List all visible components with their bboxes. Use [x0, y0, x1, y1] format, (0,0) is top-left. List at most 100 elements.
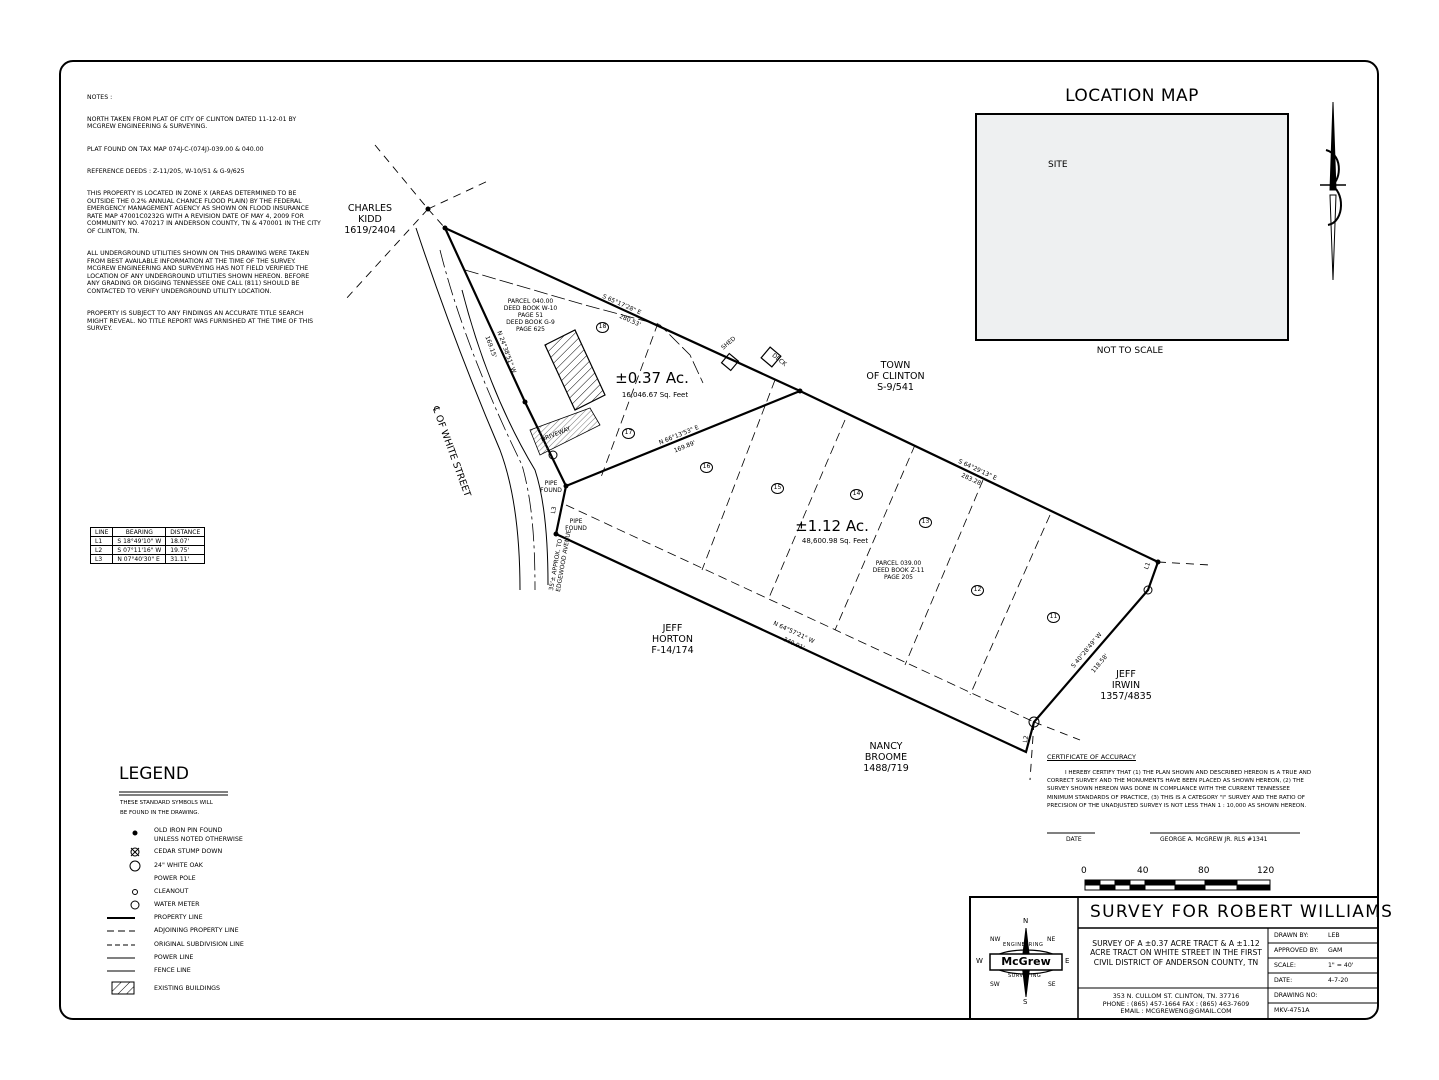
note-item: PROPERTY IS SUBJECT TO ANY FINDINGS AN A…	[87, 310, 314, 333]
site-label: SITE	[1048, 160, 1068, 170]
l2-label: L2	[1022, 734, 1031, 744]
compass-nw: NW	[990, 936, 1001, 943]
drawing-no-label: DRAWING NO:	[1274, 992, 1318, 999]
water-meter-symbol	[548, 450, 558, 460]
notes-heading: NOTES :	[87, 93, 113, 101]
legend-subtitle: THESE STANDARD SYMBOLS WILL BE FOUND IN …	[120, 800, 213, 816]
compass-w: W	[976, 957, 983, 965]
certificate-title: CERTIFICATE OF ACCURACY	[1047, 753, 1136, 761]
tract-large-sqft: 48,600.98 Sq. Feet	[801, 537, 869, 545]
lot-number: 13	[919, 517, 932, 528]
legend-symbols	[107, 791, 228, 995]
cell-bearing: N 07°40'30" E	[112, 554, 167, 564]
compass-e: E	[1065, 957, 1070, 965]
line-table-header: DISTANCE	[165, 527, 206, 537]
adjoining-property-lines	[344, 144, 1211, 781]
legend-item: POWER POLE	[154, 875, 196, 882]
company-logo-text: McGrew	[1001, 955, 1051, 968]
legend-item: POWER LINE	[154, 954, 194, 961]
lot-number: 14	[850, 489, 863, 500]
lot-number: 17	[622, 428, 635, 439]
notes-block: NOTES : NORTH TAKEN FROM PLAT OF CITY OF…	[87, 86, 322, 348]
lot-number: 12	[971, 585, 984, 596]
legend-item: WATER METER	[154, 901, 200, 908]
legend-item: CEDAR STUMP DOWN	[154, 848, 223, 855]
table-row: L2 S 07°11'16" W 19.75'	[89, 545, 206, 555]
title-block-grid	[1047, 832, 1378, 1020]
cell-distance: 19.75'	[165, 545, 206, 555]
title-block-description: SURVEY OF A ±0.37 ACRE TRACT & A ±1.12 A…	[1090, 939, 1262, 967]
lot-number: 16	[700, 462, 713, 473]
legend-item: PROPERTY LINE	[154, 914, 203, 921]
compass-ne: NE	[1047, 936, 1056, 943]
legend-item: EXISTING BUILDINGS	[154, 985, 221, 992]
white-street-edges	[415, 227, 549, 591]
table-row: L1 S 18°49'10" W 18.07'	[89, 536, 206, 546]
tract-small-sqft: 16,046.67 Sq. Feet	[621, 391, 689, 399]
drawing-no-value: MKV-4751A	[1274, 1007, 1310, 1014]
location-map-title: LOCATION MAP	[1065, 86, 1199, 106]
compass-sw: SW	[990, 981, 1000, 988]
date-label-tb: DATE:	[1274, 977, 1293, 984]
note-item: ALL UNDERGROUND UTILITIES SHOWN ON THIS …	[87, 250, 310, 296]
deck	[760, 346, 782, 368]
legend-item: CLEANOUT	[154, 888, 189, 895]
owner-irwin: JEFF IRWIN 1357/4835	[1100, 669, 1152, 702]
note-item: REFERENCE DEEDS : Z-11/205, W-10/51 & G-…	[87, 167, 245, 175]
lot-number: 11	[1047, 612, 1060, 623]
date-value: 4-7-20	[1328, 977, 1349, 984]
iron-pins	[425, 206, 1161, 565]
cell-line: L2	[89, 545, 114, 555]
scale-label: 80	[1198, 866, 1210, 876]
owner-kidd: CHARLES KIDD 1619/2404	[344, 203, 396, 236]
cedar-stump-symbol	[1143, 585, 1153, 595]
cell-distance: 31.11'	[165, 554, 206, 564]
scale-label: 40	[1137, 866, 1149, 876]
table-row: L3 N 07°40'30" E 31.11'	[89, 554, 206, 564]
drawn-by-label: DRAWN BY:	[1274, 932, 1309, 939]
cell-line: L3	[89, 554, 114, 564]
owner-broome: NANCY BROOME 1488/719	[863, 741, 909, 774]
logo-compass	[989, 927, 1063, 998]
centerline-street	[439, 249, 536, 591]
north-arrow	[1320, 101, 1346, 281]
title-block-title: SURVEY FOR ROBERT WILLIAMS	[1090, 902, 1394, 922]
driveway-area	[529, 407, 601, 456]
compass-n: N	[1023, 917, 1029, 925]
existing-house	[544, 329, 606, 411]
tract-small-parcel: PARCEL 040.00 DEED BOOK W-10 PAGE 51 DEE…	[503, 298, 558, 333]
company-logo-bottom: SURVEYING	[1008, 973, 1042, 979]
compass-s: S	[1023, 998, 1028, 1006]
tract-large-parcel: PARCEL 039.00 DEED BOOK Z-11 PAGE 205	[872, 560, 925, 581]
drawn-by-value: LEB	[1328, 932, 1340, 939]
location-map-frame	[975, 113, 1289, 341]
tract-small-area: ±0.37 Ac.	[615, 369, 689, 387]
note-item: THIS PROPERTY IS LOCATED IN ZONE X (AREA…	[87, 189, 321, 235]
drawing-sheet-border	[59, 60, 1379, 1020]
scale-value: 1" = 40'	[1328, 962, 1354, 969]
scale-bar	[1084, 879, 1271, 891]
date-label: DATE	[1066, 836, 1082, 843]
approved-by-value: GAM	[1328, 947, 1343, 954]
owner-town: TOWN OF CLINTON S-9/541	[866, 360, 925, 393]
compass-se: SE	[1048, 981, 1056, 988]
legend-item: ORIGINAL SUBDIVISION LINE	[154, 941, 244, 948]
cell-bearing: S 07°11'16" W	[112, 545, 167, 555]
cell-bearing: S 18°49'10" W	[112, 536, 167, 546]
tract-large-area: ±1.12 Ac.	[795, 517, 869, 535]
company-logo-top: ENGINEERING	[1003, 942, 1044, 948]
certificate-body: I HEREBY CERTIFY THAT (1) THE PLAN SHOWN…	[1047, 770, 1312, 809]
shed	[720, 352, 740, 372]
legend-item: FENCE LINE	[154, 967, 191, 974]
line-table-header: LINE	[89, 527, 114, 537]
original-subdivision-lines	[565, 322, 1051, 723]
scale-label: 120	[1257, 866, 1275, 876]
cell-line: L1	[89, 536, 114, 546]
legend-title: LEGEND	[119, 764, 189, 784]
owner-horton: JEFF HORTON F-14/174	[651, 623, 694, 656]
pipe-found-label: PIPE FOUND	[540, 480, 562, 494]
title-block	[969, 896, 1379, 1020]
legend-item: OLD IRON PIN FOUND UNLESS NOTED OTHERWIS…	[154, 827, 243, 843]
l3-label: L3	[550, 505, 559, 515]
legend-item: 24" WHITE OAK	[154, 862, 203, 869]
